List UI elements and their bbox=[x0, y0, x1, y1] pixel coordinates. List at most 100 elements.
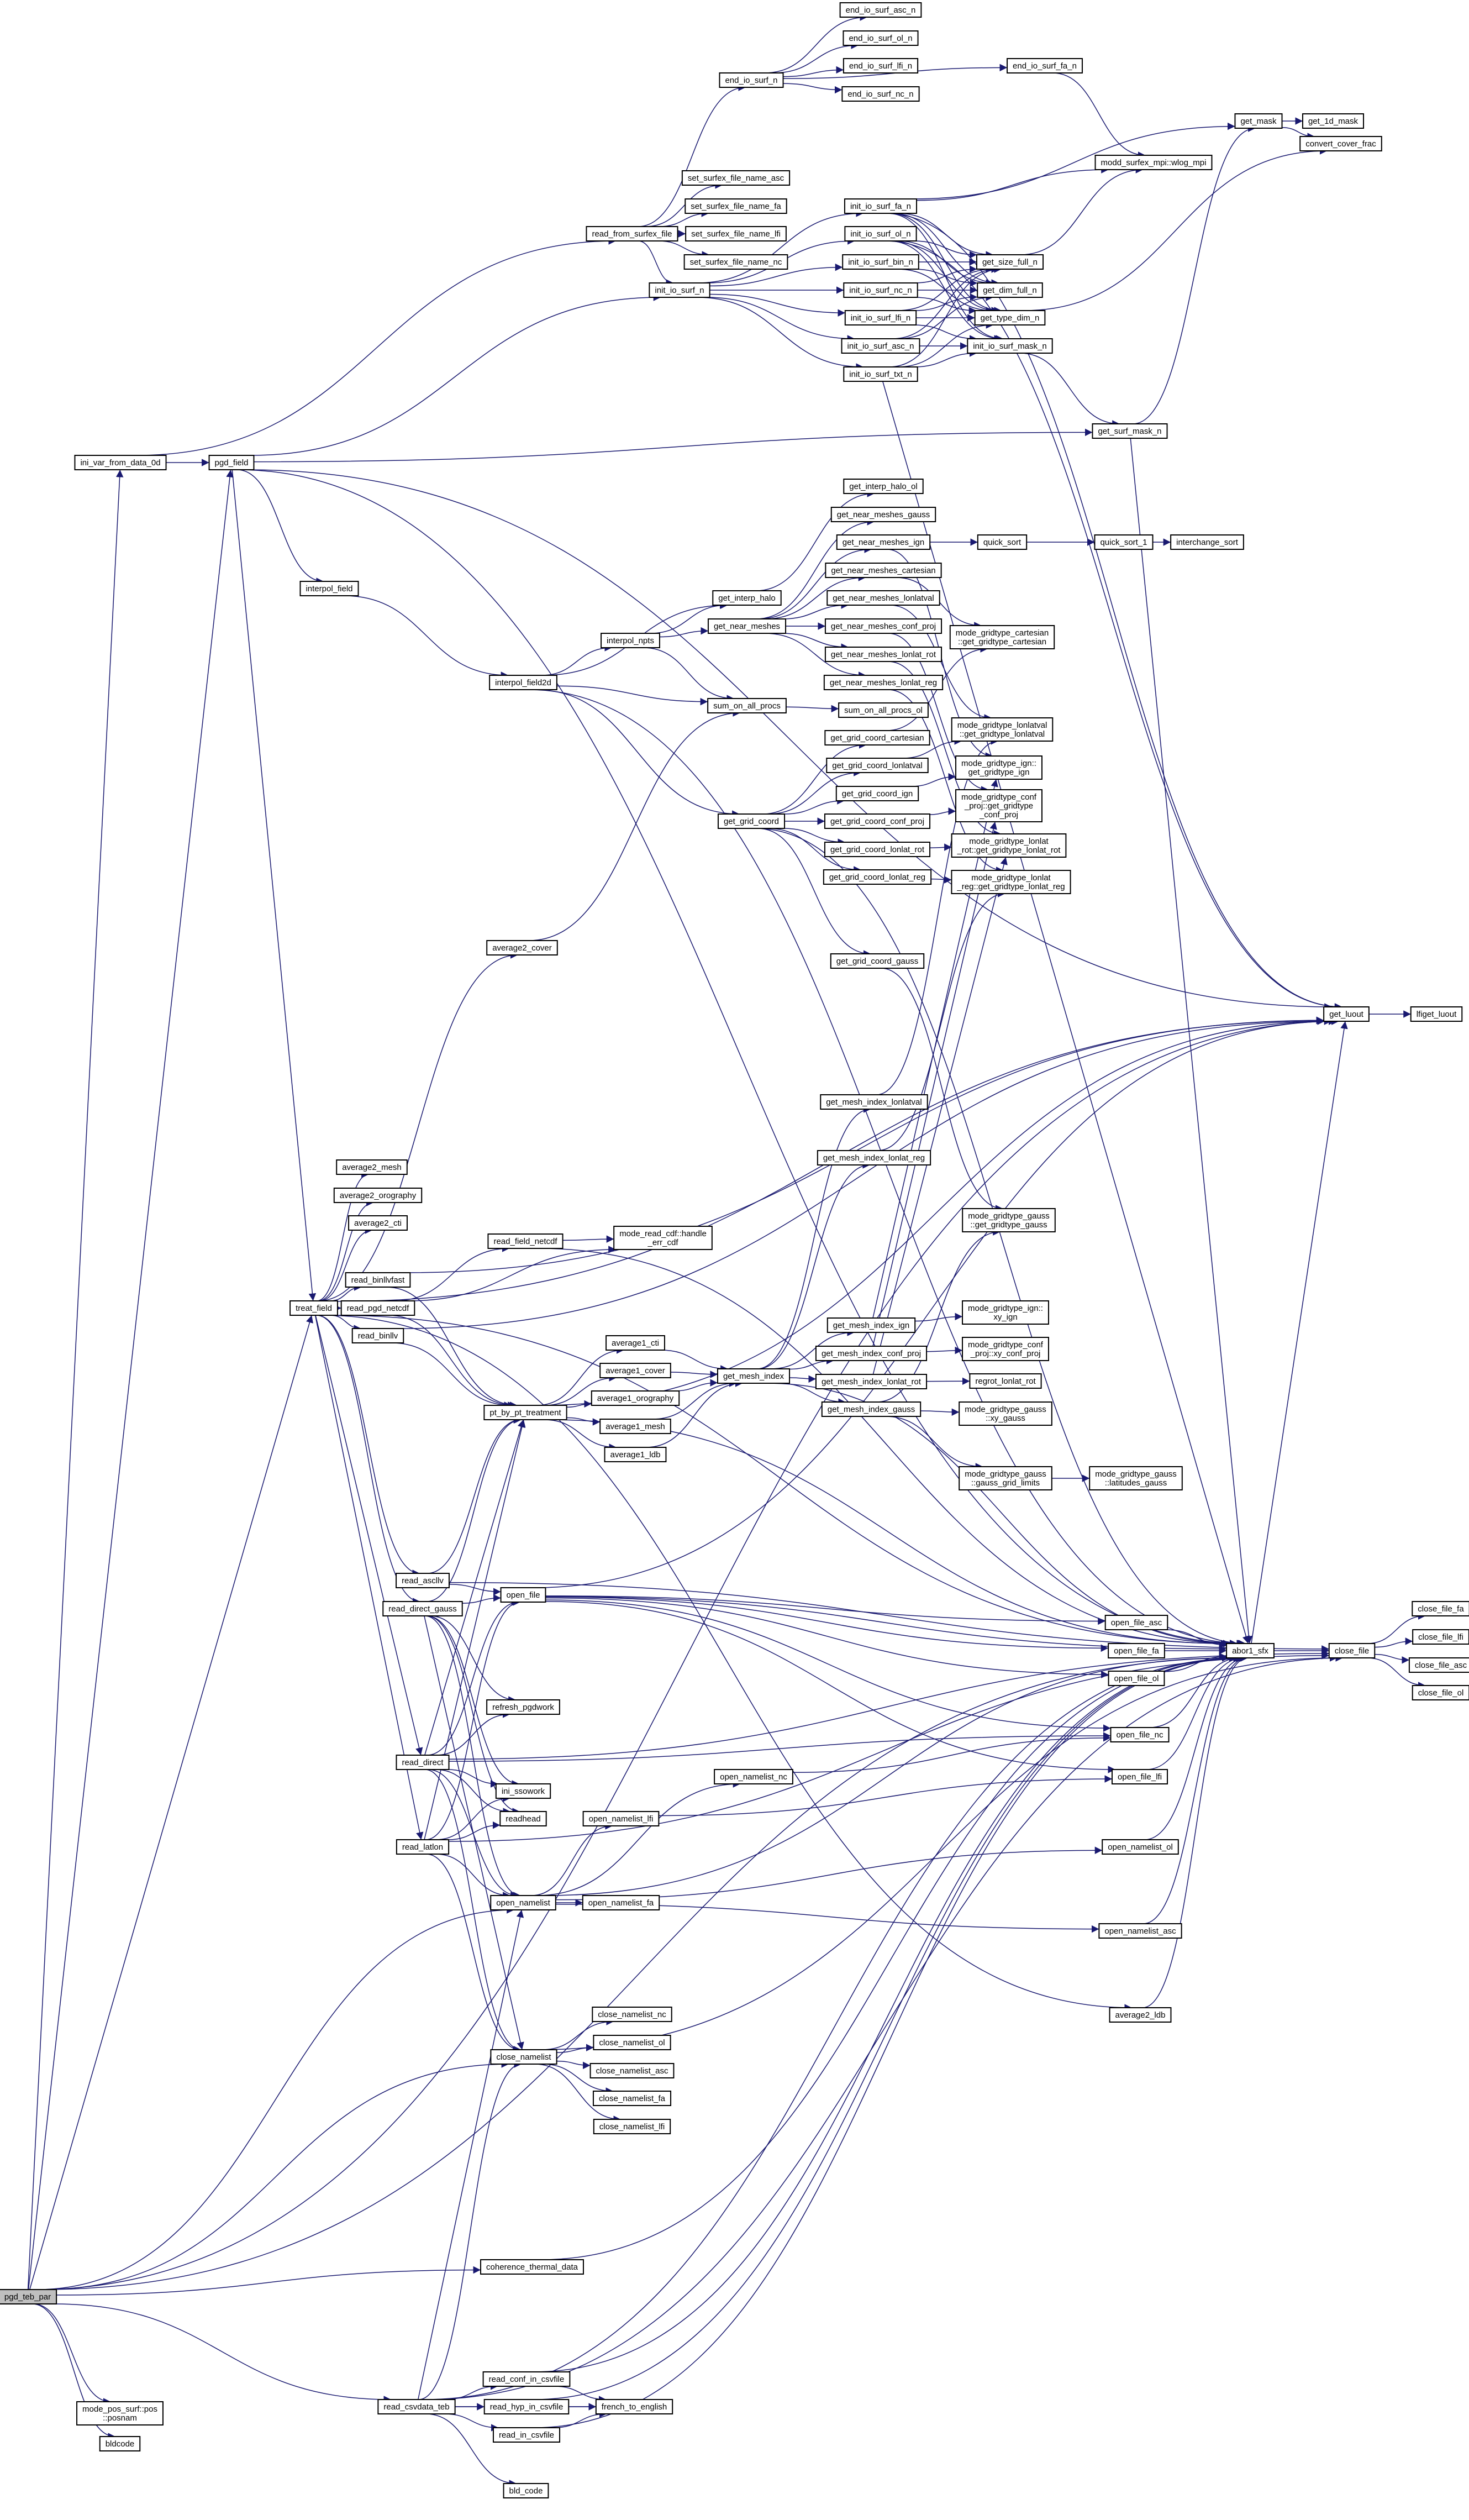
node-close-file-asc[interactable]: close_file_asc bbox=[1408, 1657, 1469, 1673]
node-read-in-csvfile[interactable]: read_in_csvfile bbox=[492, 2427, 561, 2443]
node-open-file-asc[interactable]: open_file_asc bbox=[1104, 1615, 1168, 1630]
node-get-size-full-n[interactable]: get_size_full_n bbox=[976, 254, 1044, 270]
node-mgt-lonlatval[interactable]: mode_gridtype_lonlatval::get_gridtype_lo… bbox=[951, 717, 1054, 742]
node-quick-sort-1[interactable]: quick_sort_1 bbox=[1094, 534, 1154, 550]
node-open-file[interactable]: open_file bbox=[500, 1587, 546, 1603]
node-open-namelist-nc[interactable]: open_namelist_nc bbox=[714, 1769, 793, 1784]
node-set-surfex-file-name-asc[interactable]: set_surfex_file_name_asc bbox=[681, 170, 791, 186]
node-convert-cover-frac[interactable]: convert_cover_frac bbox=[1299, 136, 1382, 151]
node-init-io-surf-nc-n[interactable]: init_io_surf_nc_n bbox=[843, 282, 918, 298]
node-end-io-surf-n[interactable]: end_io_surf_n bbox=[719, 72, 784, 88]
node-sum-on-all-procs-ol[interactable]: sum_on_all_procs_ol bbox=[838, 702, 929, 718]
node-get-mesh-index-lonlat-reg[interactable]: get_mesh_index_lonlat_reg bbox=[817, 1150, 931, 1166]
node-get-interp-halo[interactable]: get_interp_halo bbox=[712, 590, 782, 606]
node-get-mesh-index-gauss[interactable]: get_mesh_index_gauss bbox=[821, 1401, 922, 1417]
node-close-file-ol[interactable]: close_file_ol bbox=[1412, 1685, 1469, 1700]
node-mgt-xy-conf-proj[interactable]: mode_gridtype_conf_proj::xy_conf_proj bbox=[962, 1337, 1049, 1361]
node-average1-cti[interactable]: average1_cti bbox=[605, 1335, 665, 1351]
node-mode-read-cdf[interactable]: mode_read_cdf::handle_err_cdf bbox=[613, 1226, 713, 1250]
node-get-mesh-index-ign[interactable]: get_mesh_index_ign bbox=[826, 1317, 916, 1333]
node-read-direct[interactable]: read_direct bbox=[396, 1755, 450, 1770]
node-close-namelist-lfi[interactable]: close_namelist_lfi bbox=[593, 2119, 671, 2134]
node-init-io-surf-mask-n[interactable]: init_io_surf_mask_n bbox=[967, 338, 1053, 354]
node-get-grid-coord-conf-proj[interactable]: get_grid_coord_conf_proj bbox=[824, 813, 931, 829]
node-read-binllv[interactable]: read_binllv bbox=[351, 1328, 404, 1343]
node-get-1d-mask[interactable]: get_1d_mask bbox=[1302, 113, 1365, 129]
node-close-file[interactable]: close_file bbox=[1328, 1643, 1376, 1658]
node-average2-orography[interactable]: average2_orography bbox=[333, 1188, 423, 1203]
node-bld-code[interactable]: bld_code bbox=[503, 2483, 549, 2498]
node-treat-field[interactable]: treat_field bbox=[289, 1300, 338, 1316]
node-interpol-field[interactable]: interpol_field bbox=[299, 581, 359, 596]
node-average2-cti[interactable]: average2_cti bbox=[348, 1215, 408, 1231]
node-get-interp-halo-ol[interactable]: get_interp_halo_ol bbox=[843, 479, 924, 494]
node-get-dim-full-n[interactable]: get_dim_full_n bbox=[977, 282, 1043, 298]
node-read-hyp-in-csvfile[interactable]: read_hyp_in_csvfile bbox=[483, 2399, 570, 2414]
node-interpol-field2d[interactable]: interpol_field2d bbox=[489, 675, 557, 690]
node-end-io-surf-fa-n[interactable]: end_io_surf_fa_n bbox=[1007, 58, 1083, 74]
node-quick-sort[interactable]: quick_sort bbox=[977, 534, 1028, 550]
node-sum-on-all-procs[interactable]: sum_on_all_procs bbox=[707, 698, 787, 713]
node-read-pgd-netcdf[interactable]: read_pgd_netcdf bbox=[340, 1300, 415, 1316]
node-end-io-surf-lfi-n[interactable]: end_io_surf_lfi_n bbox=[843, 58, 919, 74]
node-get-grid-coord-ign[interactable]: get_grid_coord_ign bbox=[835, 786, 919, 801]
node-get-near-meshes-gauss[interactable]: get_near_meshes_gauss bbox=[830, 507, 936, 522]
node-mgt-cartesian[interactable]: mode_gridtype_cartesian::get_gridtype_ca… bbox=[949, 625, 1055, 649]
node-init-io-surf-fa-n[interactable]: init_io_surf_fa_n bbox=[844, 198, 918, 214]
node-ini-ssowork[interactable]: ini_ssowork bbox=[495, 1783, 551, 1799]
node-close-namelist-asc[interactable]: close_namelist_asc bbox=[589, 2063, 675, 2078]
node-get-mesh-index-conf-proj[interactable]: get_mesh_index_conf_proj bbox=[815, 1346, 928, 1361]
node-readhead[interactable]: readhead bbox=[499, 1811, 547, 1826]
node-close-file-lfi[interactable]: close_file_lfi bbox=[1412, 1629, 1469, 1645]
node-pgd-teb-par[interactable]: pgd_teb_par bbox=[0, 2289, 57, 2304]
node-get-near-meshes-ign[interactable]: get_near_meshes_ign bbox=[836, 534, 931, 550]
node-lfiget-luout[interactable]: lfiget_luout bbox=[1410, 1006, 1463, 1022]
node-open-namelist-lfi[interactable]: open_namelist_lfi bbox=[582, 1811, 660, 1826]
node-set-surfex-file-name-nc[interactable]: set_surfex_file_name_nc bbox=[683, 254, 788, 270]
node-read-field-netcdf[interactable]: read_field_netcdf bbox=[487, 1233, 564, 1249]
node-read-conf-in-csvfile[interactable]: read_conf_in_csvfile bbox=[482, 2371, 571, 2387]
node-mgt-xy-ign[interactable]: mode_gridtype_ign::xy_ign bbox=[962, 1300, 1049, 1325]
node-mgt-gauss-grid-limits[interactable]: mode_gridtype_gauss::gauss_grid_limits bbox=[959, 1466, 1052, 1490]
node-get-grid-coord-lonlat-rot[interactable]: get_grid_coord_lonlat_rot bbox=[824, 842, 931, 857]
node-get-grid-coord-lonlatval[interactable]: get_grid_coord_lonlatval bbox=[826, 758, 929, 773]
node-average1-ldb[interactable]: average1_ldb bbox=[604, 1447, 667, 1462]
node-read-from-surfex-file[interactable]: read_from_surfex_file bbox=[586, 226, 678, 242]
node-get-mesh-index[interactable]: get_mesh_index bbox=[717, 1368, 791, 1384]
node-get-mesh-index-lonlatval[interactable]: get_mesh_index_lonlatval bbox=[820, 1094, 928, 1110]
node-init-io-surf-ol-n[interactable]: init_io_surf_ol_n bbox=[844, 226, 917, 242]
node-open-namelist-ol[interactable]: open_namelist_ol bbox=[1102, 1839, 1179, 1855]
node-get-mesh-index-lonlat-rot[interactable]: get_mesh_index_lonlat_rot bbox=[815, 1374, 928, 1389]
node-get-grid-coord[interactable]: get_grid_coord bbox=[717, 813, 786, 829]
node-get-near-meshes-lonlat-rot[interactable]: get_near_meshes_lonlat_rot bbox=[824, 647, 943, 662]
node-open-file-nc[interactable]: open_file_nc bbox=[1110, 1727, 1170, 1742]
node-bldcode[interactable]: bldcode bbox=[99, 2436, 141, 2451]
node-init-io-surf-bin-n[interactable]: init_io_surf_bin_n bbox=[842, 254, 919, 270]
node-open-file-ol[interactable]: open_file_ol bbox=[1108, 1671, 1165, 1686]
node-get-luout[interactable]: get_luout bbox=[1323, 1006, 1370, 1022]
node-set-surfex-file-name-lfi[interactable]: set_surfex_file_name_lfi bbox=[685, 226, 787, 242]
node-mgt-latitudes-gauss[interactable]: mode_gridtype_gauss::latitudes_gauss bbox=[1089, 1466, 1183, 1490]
node-get-surf-mask-n[interactable]: get_surf_mask_n bbox=[1092, 423, 1168, 439]
node-get-near-meshes-cartesian[interactable]: get_near_meshes_cartesian bbox=[825, 563, 942, 578]
node-open-namelist-asc[interactable]: open_namelist_asc bbox=[1098, 1923, 1182, 1939]
node-pt-by-pt-treatment[interactable]: pt_by_pt_treatment bbox=[483, 1405, 567, 1420]
node-read-ascllv[interactable]: read_ascllv bbox=[396, 1573, 450, 1588]
node-average1-mesh[interactable]: average1_mesh bbox=[599, 1419, 671, 1434]
node-open-namelist-fa[interactable]: open_namelist_fa bbox=[582, 1895, 660, 1910]
node-french-to-english[interactable]: french_to_english bbox=[595, 2399, 673, 2414]
node-close-namelist-ol[interactable]: close_namelist_ol bbox=[593, 2035, 671, 2050]
node-open-file-fa[interactable]: open_file_fa bbox=[1108, 1643, 1165, 1658]
node-get-mask[interactable]: get_mask bbox=[1234, 113, 1283, 129]
node-read-csvdata-teb[interactable]: read_csvdata_teb bbox=[377, 2399, 456, 2414]
node-get-grid-coord-lonlat-reg[interactable]: get_grid_coord_lonlat_reg bbox=[823, 869, 932, 885]
node-mgt-lonlat-rot[interactable]: mode_gridtype_lonlat_rot::get_gridtype_l… bbox=[951, 833, 1067, 858]
node-average1-cover[interactable]: average1_cover bbox=[599, 1363, 671, 1378]
node-close-namelist[interactable]: close_namelist bbox=[490, 2049, 557, 2065]
node-get-grid-coord-cartesian[interactable]: get_grid_coord_cartesian bbox=[824, 730, 930, 746]
node-interchange-sort[interactable]: interchange_sort bbox=[1170, 534, 1244, 550]
node-init-io-surf-asc-n[interactable]: init_io_surf_asc_n bbox=[841, 338, 920, 354]
node-get-near-meshes-lonlat-reg[interactable]: get_near_meshes_lonlat_reg bbox=[823, 675, 944, 690]
node-end-io-surf-nc-n[interactable]: end_io_surf_nc_n bbox=[841, 86, 920, 102]
node-open-namelist[interactable]: open_namelist bbox=[490, 1895, 556, 1910]
